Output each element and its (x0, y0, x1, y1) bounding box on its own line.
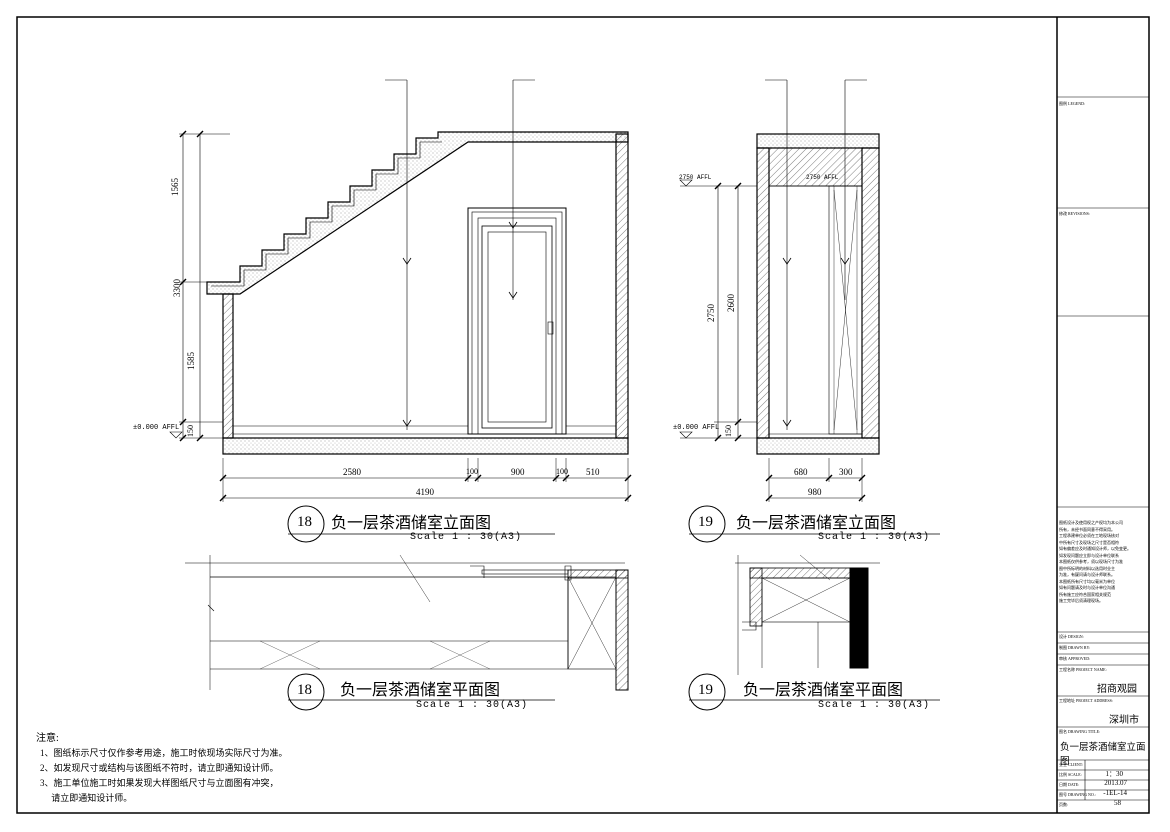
view-number-18a: 18 (297, 514, 312, 530)
plan-18 (185, 554, 629, 691)
tb-note-line: 施工完毕后须清理现场。 (1059, 598, 1103, 603)
dim-1585: 1585 (186, 352, 196, 370)
caption-circles (287, 505, 940, 711)
outer-frame (16, 16, 1150, 814)
tb-note-line: 中所有尺寸及现场之尺寸是否相符 (1059, 539, 1119, 545)
view-title-19b: 负一层茶酒储室平面图 (743, 682, 904, 699)
tb-note-line: 所有施工应符合国家相关规范 (1059, 591, 1111, 597)
level-0-a: ±0.000 AFFL (133, 424, 180, 432)
scale-value: 1：30 (1105, 770, 1124, 778)
dim-100-b: 100 (556, 467, 568, 476)
project-address: 深圳市 (1109, 715, 1139, 726)
scale-label: 比例 SCALE: (1059, 772, 1082, 777)
tb-note-line: 图纸设计及使用权之产权均为本公司 (1059, 520, 1123, 525)
date-label: 日期 DATE: (1059, 782, 1080, 787)
dim-980: 980 (808, 487, 822, 497)
dim-2580: 2580 (343, 467, 361, 477)
level-2750-a: 2750 AFFL (679, 174, 712, 181)
dim-2600: 2600 (726, 294, 736, 312)
legend-label: 图例 LEGEND: (1059, 101, 1086, 106)
dim-1565: 1565 (170, 178, 180, 196)
dim-2750: 2750 (706, 304, 716, 322)
dim-150-a: 150 (186, 425, 195, 437)
tb-note-line: 如有问题请及时与设计单位沟通 (1059, 585, 1115, 590)
elevation-18 (169, 79, 632, 502)
view-title-18b: 负一层茶酒储室平面图 (340, 682, 501, 699)
dim-680: 680 (794, 467, 808, 477)
note-line: 请立即通知设计师。 (40, 793, 133, 803)
general-notes: 注意: 1、图纸标示尺寸仅作参考用途，施工时依现场实际尺寸为准。 2、如发现尺寸… (36, 731, 288, 806)
view-scale-18a: Scale 1 : 30(A3) (410, 532, 523, 543)
dim-900: 900 (511, 467, 525, 477)
plan-19 (735, 554, 880, 675)
view-title-19a: 负一层茶酒储室立面图 (736, 515, 897, 532)
dim-150-b: 150 (724, 425, 733, 437)
drawn-label: 制图 DRAWN BY: (1059, 645, 1091, 650)
dim-300: 300 (839, 467, 853, 477)
title-block-lines (1057, 96, 1149, 801)
revisions-label: 修改 REVISIONS: (1059, 211, 1091, 216)
design-label: 设计 DESIGN: (1059, 634, 1084, 639)
tb-note-line: 图中所标明的材料以选用时业主 (1059, 565, 1115, 571)
tb-note-line: 本图纸仅供参考，须以现场尺寸为准 (1059, 559, 1123, 564)
tb-note-line: 如发现问题应立即与设计单位联系 (1059, 552, 1119, 558)
approved-label: 审核 APPROVED: (1059, 656, 1091, 661)
view-scale-19a: Scale 1 : 30(A3) (818, 532, 931, 543)
date-value: 2013.07 (1104, 779, 1127, 787)
level-0-b: ±0.000 AFFL (673, 424, 720, 432)
note-line: 2、如发现尺寸或结构与该图纸不符时，请立即通知设计师。 (40, 763, 279, 773)
tb-note-line: 所有，未经书面同意不得采用。 (1059, 526, 1115, 532)
project-address-label: 工程地址 PROJECT ADDRESS: (1059, 698, 1113, 703)
level-2750-b: 2750 AFFL (806, 174, 839, 181)
drawing-no-value: -1EL-14 (1103, 789, 1127, 797)
dim-4190: 4190 (416, 487, 434, 497)
notes-title: 注意: (36, 733, 59, 744)
drawing-no-label: 图号 DRAWING NO.: (1059, 792, 1096, 797)
title-block: 图例 LEGEND: 修改 REVISIONS: 图纸设计及使用权之产权均为本公… (1057, 17, 1149, 813)
note-line: 1、图纸标示尺寸仅作参考用途，施工时依现场实际尺寸为准。 (40, 748, 288, 758)
drawing-title: 负一层茶酒储室立面图 (1060, 743, 1146, 767)
page-value: 58 (1114, 799, 1121, 807)
dim-510: 510 (586, 467, 600, 477)
dim-100-a: 100 (466, 467, 478, 476)
view-number-19b: 19 (698, 682, 713, 698)
project-name: 招商观园 (1097, 684, 1137, 695)
page-label: 页数: (1059, 802, 1069, 807)
tb-note-line: 为准，有疑问请与设计师联系。 (1059, 572, 1115, 577)
elevation-19 (679, 79, 880, 502)
note-line: 3、施工单位施工时如果发现大样图纸尺寸与立面图有冲突， (40, 778, 279, 788)
client-label: 业主 CLIENT: (1059, 762, 1084, 767)
view-scale-18b: Scale 1 : 30(A3) (416, 700, 529, 711)
project-name-label: 工程名称 PROJECT NAME: (1059, 667, 1107, 672)
view-number-19a: 19 (698, 514, 713, 530)
tb-note-line: 如有偏差应及时通知设计师，以免变更。 (1059, 546, 1131, 551)
view-title-18a: 负一层茶酒储室立面图 (331, 515, 492, 532)
view-number-18b: 18 (297, 682, 312, 698)
tb-note-line: 工程承建单位必须在工地现场核对 (1059, 533, 1119, 538)
title-block-notes: 图纸设计及使用权之产权均为本公司 所有，未经书面同意不得采用。 工程承建单位必须… (1059, 520, 1143, 605)
view-scale-19b: Scale 1 : 30(A3) (818, 700, 931, 711)
drawing-title-label: 图名 DRAWING TITLE: (1059, 729, 1101, 734)
tb-note-line: 本图纸所有尺寸均以毫米为单位 (1059, 578, 1115, 584)
dim-3300: 3300 (172, 279, 182, 297)
